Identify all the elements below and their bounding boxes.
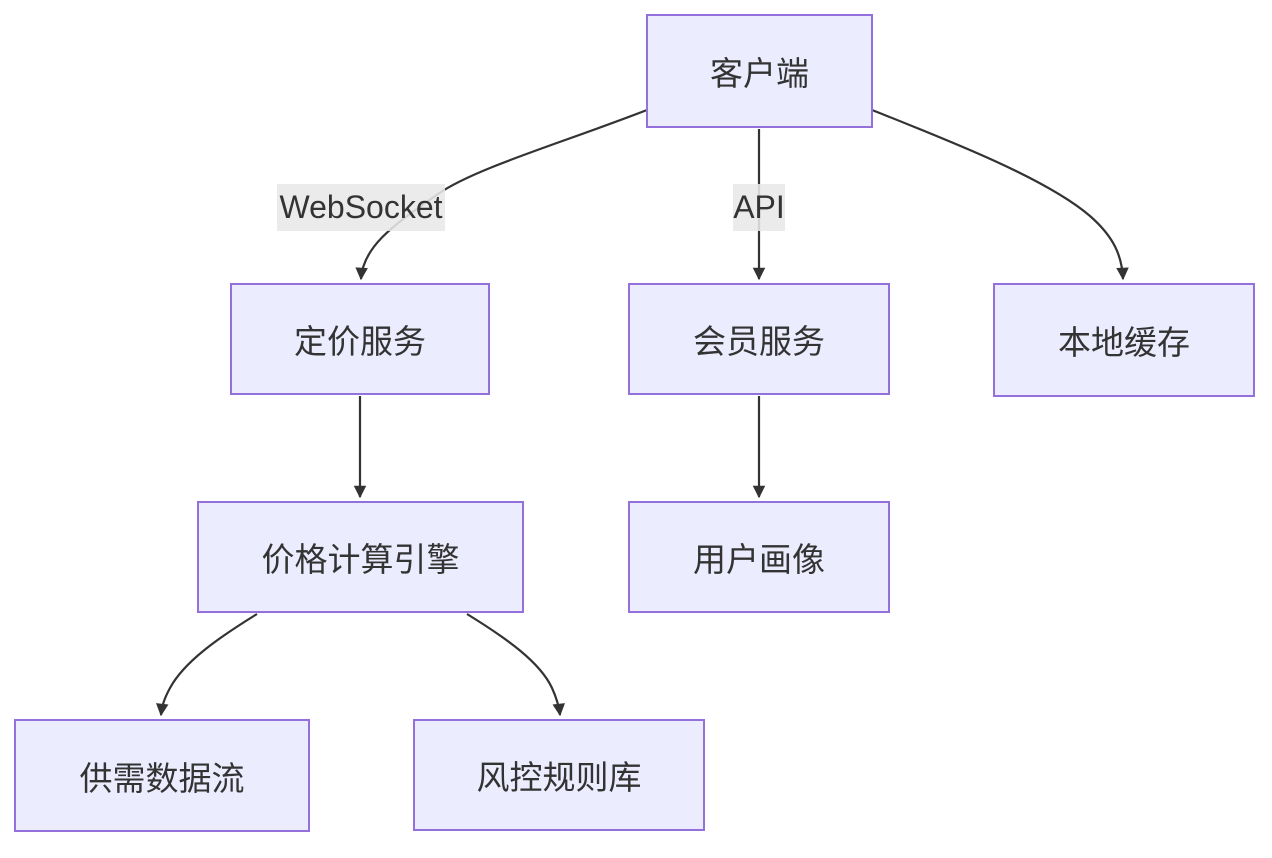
node-member-service: 会员服务 xyxy=(628,283,890,395)
node-member-service-label: 会员服务 xyxy=(693,323,825,360)
edge-engine-risk xyxy=(466,613,565,717)
node-user-profile: 用户画像 xyxy=(628,501,890,613)
node-local-cache: 本地缓存 xyxy=(993,283,1255,397)
node-supply-demand-stream-label: 供需数据流 xyxy=(79,759,245,797)
node-client: 客户端 xyxy=(646,14,873,128)
node-pricing-service: 定价服务 xyxy=(230,283,490,395)
node-price-calc-engine: 价格计算引擎 xyxy=(197,501,524,613)
edge-engine-supply xyxy=(156,613,258,717)
node-risk-rule-library-label: 风控规则库 xyxy=(476,759,642,796)
node-risk-rule-library: 风控规则库 xyxy=(413,719,705,831)
edge-client-pricing xyxy=(355,108,648,281)
node-client-label: 客户端 xyxy=(710,55,809,92)
edge-label-api: API xyxy=(733,184,785,231)
node-local-cache-label: 本地缓存 xyxy=(1058,324,1190,361)
edge-client-cache xyxy=(871,108,1129,281)
node-user-profile-label: 用户画像 xyxy=(693,541,825,578)
node-pricing-service-label: 定价服务 xyxy=(294,323,426,360)
node-price-calc-engine-label: 价格计算引擎 xyxy=(261,541,460,578)
node-supply-demand-stream: 供需数据流 xyxy=(14,719,310,832)
edge-label-websocket: WebSocket xyxy=(277,184,445,231)
